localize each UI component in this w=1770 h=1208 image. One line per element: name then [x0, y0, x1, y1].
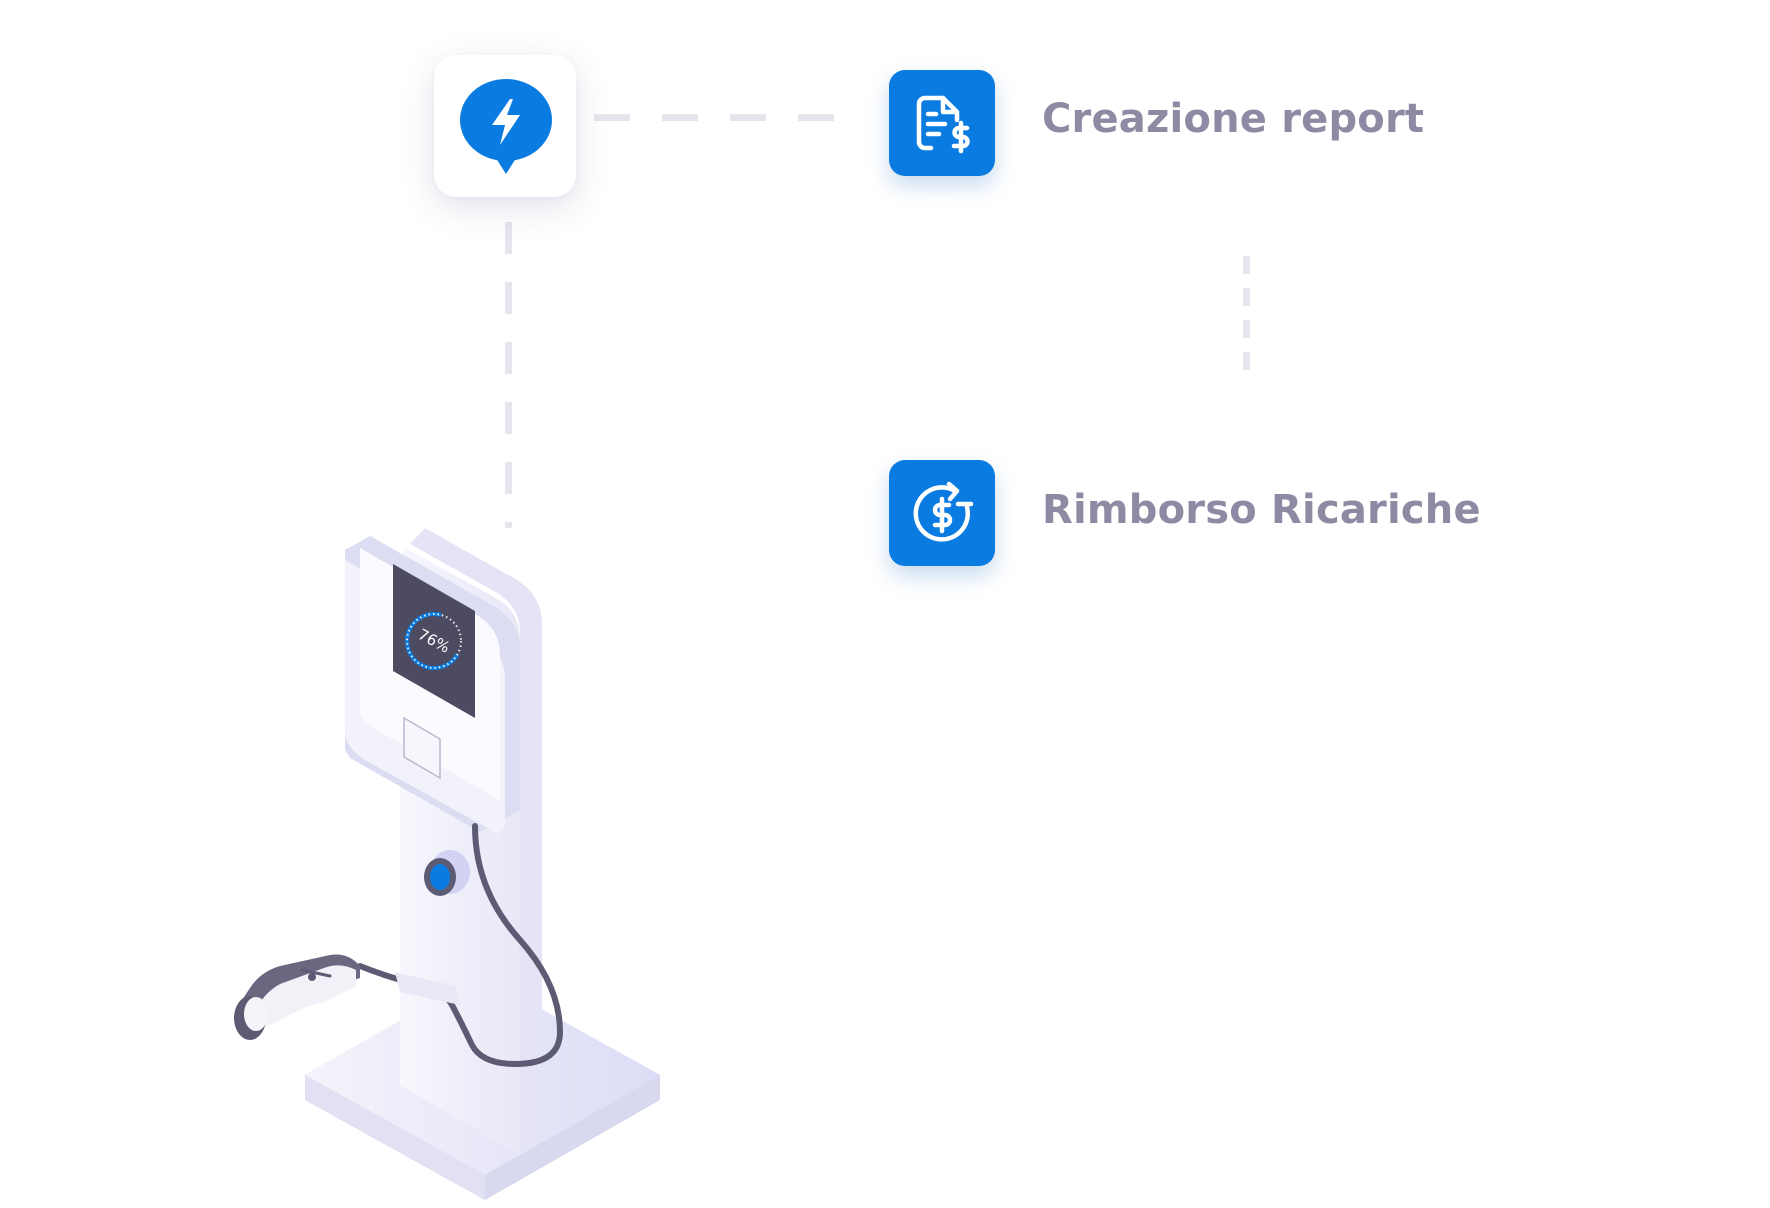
- connector-report-to-refund: [1243, 256, 1250, 380]
- card-reader: [403, 716, 441, 780]
- app-icon-card: [434, 55, 576, 197]
- charger-screen: 76%: [393, 564, 475, 718]
- refund-node-tile: [889, 460, 995, 566]
- ev-charging-station-illustration: 76%: [234, 528, 660, 1200]
- charging-connector: [234, 954, 360, 1040]
- dollar-refresh-icon: [913, 481, 974, 542]
- report-node-label: Creazione report: [1042, 96, 1425, 142]
- report-node-tile: [889, 70, 995, 176]
- connector-app-to-charger: [505, 222, 512, 528]
- connector-app-to-report: [594, 114, 834, 121]
- invoice-dollar-icon: [916, 95, 970, 154]
- charger-socket: [424, 850, 470, 896]
- refund-node-label: Rimborso Ricariche: [1042, 487, 1481, 533]
- lightning-chat-icon: [460, 79, 552, 174]
